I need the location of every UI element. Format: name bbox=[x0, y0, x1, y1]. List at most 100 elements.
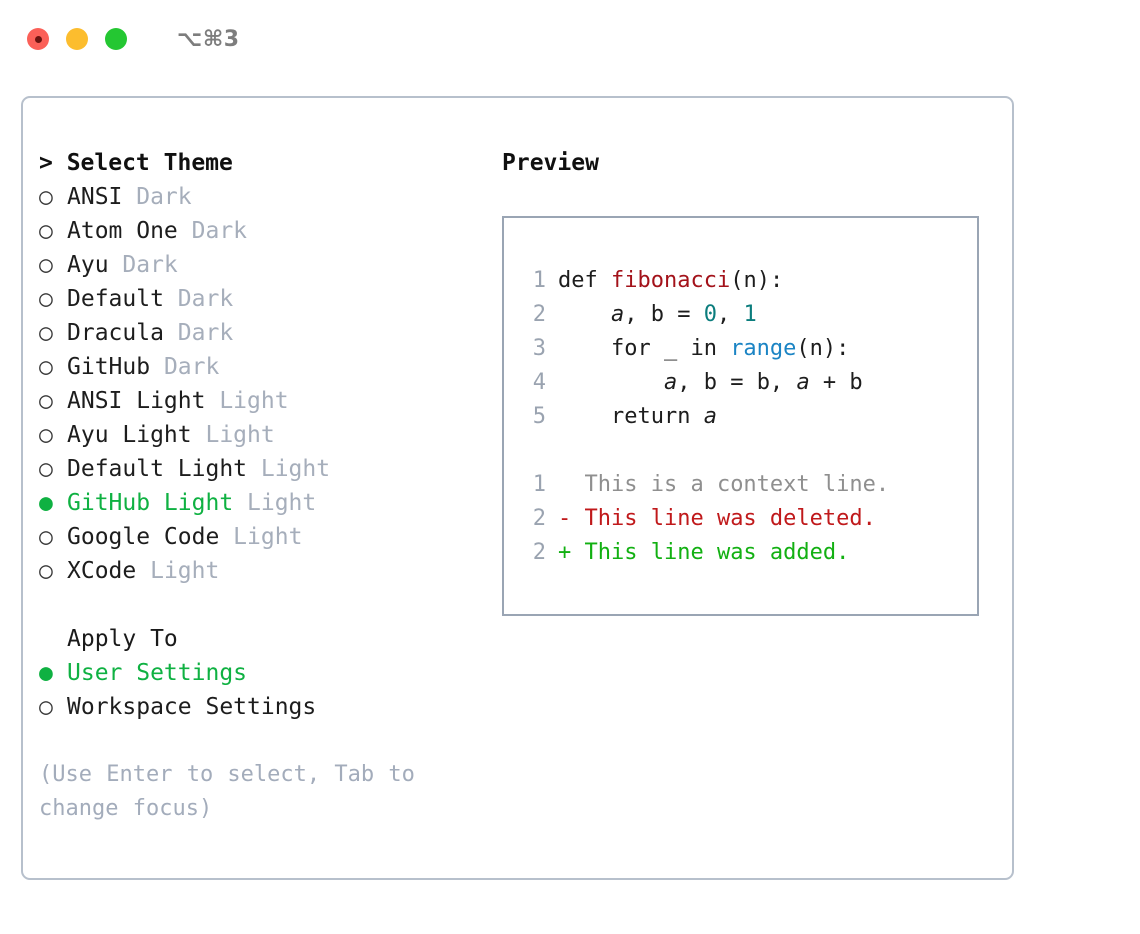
minimize-button[interactable] bbox=[66, 28, 88, 50]
close-button[interactable] bbox=[27, 28, 49, 50]
keyboard-shortcut-label: ⌥⌘3 bbox=[177, 26, 240, 52]
diff-line-deleted: 2- This line was deleted. bbox=[522, 502, 977, 536]
theme-option[interactable]: ○Default Light Light bbox=[39, 452, 499, 486]
theme-option[interactable]: ○Ayu Light Light bbox=[39, 418, 499, 452]
theme-option-label: GitHub bbox=[67, 354, 151, 380]
code-line: 1 def fibonacci(n): bbox=[522, 264, 977, 298]
code-token-plain: return bbox=[558, 404, 704, 429]
diff-text: This line was deleted. bbox=[571, 506, 876, 531]
theme-option-label: Default Light bbox=[67, 456, 248, 482]
line-number: 5 bbox=[532, 404, 546, 429]
code-token-var: a bbox=[610, 302, 625, 327]
code-token-func: fibonacci bbox=[610, 268, 731, 293]
radio-unselected-icon: ○ bbox=[39, 694, 53, 720]
apply-to-option[interactable]: ○ Workspace Settings bbox=[39, 690, 499, 724]
theme-option[interactable]: ○ Default Dark bbox=[39, 282, 499, 316]
code-token-def: def bbox=[558, 268, 611, 293]
line-number: 1 bbox=[532, 268, 546, 293]
theme-variant-tag: Dark bbox=[108, 252, 178, 278]
theme-variant-tag: Dark bbox=[122, 184, 192, 210]
code-token-plain: for _ in bbox=[558, 336, 731, 361]
line-number: 1 bbox=[532, 472, 546, 497]
theme-variant-tag: Dark bbox=[163, 286, 234, 312]
radio-unselected-icon: ○ bbox=[39, 354, 53, 380]
theme-option-label: Dracula bbox=[67, 320, 164, 346]
code-token-plain: = bbox=[663, 302, 704, 327]
diff-line-context: 1 This is a context line. bbox=[522, 468, 977, 502]
diff-marker: - bbox=[558, 506, 572, 531]
diff-marker bbox=[558, 472, 571, 497]
apply-to-option-label: Workspace Settings bbox=[67, 694, 317, 720]
line-number: 2 bbox=[532, 506, 546, 531]
close-icon bbox=[34, 35, 42, 43]
radio-unselected-icon: ○ bbox=[39, 422, 53, 448]
theme-option[interactable]: ●GitHub Light Light bbox=[39, 486, 499, 520]
keyboard-hint-text: (Use Enter to select, Tab to change focu… bbox=[39, 762, 415, 821]
theme-option-label: XCode bbox=[67, 558, 137, 584]
apply-to-option[interactable]: ●User Settings bbox=[39, 656, 499, 690]
radio-unselected-icon: ○ bbox=[39, 218, 53, 244]
code-token-plain: , bbox=[624, 302, 651, 327]
code-token-plain: , bbox=[716, 302, 744, 327]
line-number: 4 bbox=[532, 370, 546, 395]
diff-line-added: 2+ This line was added. bbox=[522, 536, 977, 570]
code-token-num: 0 bbox=[703, 302, 717, 327]
theme-option[interactable]: ○ Dracula Dark bbox=[39, 316, 499, 350]
theme-option[interactable]: ○ GitHub Dark bbox=[39, 350, 499, 384]
code-token-plain: b bbox=[650, 302, 664, 327]
code-token-plain bbox=[558, 370, 664, 395]
code-line: 4 a, b = b, a + b bbox=[522, 366, 977, 400]
theme-option-label: ANSI bbox=[67, 184, 123, 210]
theme-variant-tag: Dark bbox=[177, 218, 248, 244]
theme-variant-tag: Light bbox=[247, 456, 331, 482]
theme-option[interactable]: ○XCode Light bbox=[39, 554, 499, 588]
theme-variant-tag: Light bbox=[191, 422, 275, 448]
traffic-lights bbox=[27, 28, 127, 50]
diff-marker: + bbox=[558, 540, 572, 565]
theme-list[interactable]: ○ANSI Dark○Atom One Dark○Ayu Dark○Defaul… bbox=[39, 180, 499, 588]
theme-variant-tag: Light bbox=[233, 490, 317, 516]
theme-option[interactable]: ○Atom One Dark bbox=[39, 214, 499, 248]
maximize-button[interactable] bbox=[105, 28, 127, 50]
radio-unselected-icon: ○ bbox=[39, 286, 53, 312]
code-token-num: 1 bbox=[743, 302, 757, 327]
select-theme-header: > Select Theme bbox=[39, 150, 233, 176]
diff-sample: 1 This is a context line.2- This line wa… bbox=[522, 468, 977, 570]
code-line: 5 return a bbox=[522, 400, 977, 434]
line-number: 2 bbox=[532, 302, 546, 327]
code-line: 2 a, b = 0, 1 bbox=[522, 298, 977, 332]
preview-title: Preview bbox=[502, 150, 599, 176]
code-token-plain: (n): bbox=[730, 268, 784, 293]
theme-option-label: Default bbox=[67, 286, 164, 312]
theme-option-label: ANSI Light bbox=[67, 388, 206, 414]
theme-option[interactable]: ○ANSI Light Light bbox=[39, 384, 499, 418]
theme-variant-tag: Dark bbox=[150, 354, 220, 380]
diff-text: This is a context line. bbox=[571, 472, 890, 497]
radio-unselected-icon: ○ bbox=[39, 320, 53, 346]
apply-to-list[interactable]: ●User Settings ○ Workspace Settings bbox=[39, 656, 499, 724]
theme-variant-tag: Dark bbox=[163, 320, 234, 346]
radio-unselected-icon: ○ bbox=[39, 524, 53, 550]
radio-unselected-icon: ○ bbox=[39, 184, 53, 210]
theme-variant-tag: Light bbox=[219, 524, 303, 550]
theme-selector-column: > Select Theme ○ANSI Dark○Atom One Dark○… bbox=[39, 146, 499, 826]
theme-variant-tag: Light bbox=[205, 388, 289, 414]
code-token-var: a bbox=[796, 370, 810, 395]
theme-option[interactable]: ○ ANSI Dark bbox=[39, 180, 499, 214]
code-token-plain bbox=[558, 302, 611, 327]
theme-option[interactable]: ○ Google Code Light bbox=[39, 520, 499, 554]
code-token-plain: (n): bbox=[796, 336, 850, 361]
code-token-plain: , b = b, bbox=[677, 370, 797, 395]
code-diff-spacer bbox=[522, 434, 977, 468]
title-bar: ⌥⌘3 bbox=[0, 0, 1140, 78]
theme-option[interactable]: ○Ayu Dark bbox=[39, 248, 499, 282]
apply-to-option-label: User Settings bbox=[67, 660, 248, 686]
theme-variant-tag: Light bbox=[136, 558, 220, 584]
code-line: 3 for _ in range(n): bbox=[522, 332, 977, 366]
code-token-plain: + b bbox=[809, 370, 863, 395]
theme-option-label: Google Code bbox=[67, 524, 220, 550]
